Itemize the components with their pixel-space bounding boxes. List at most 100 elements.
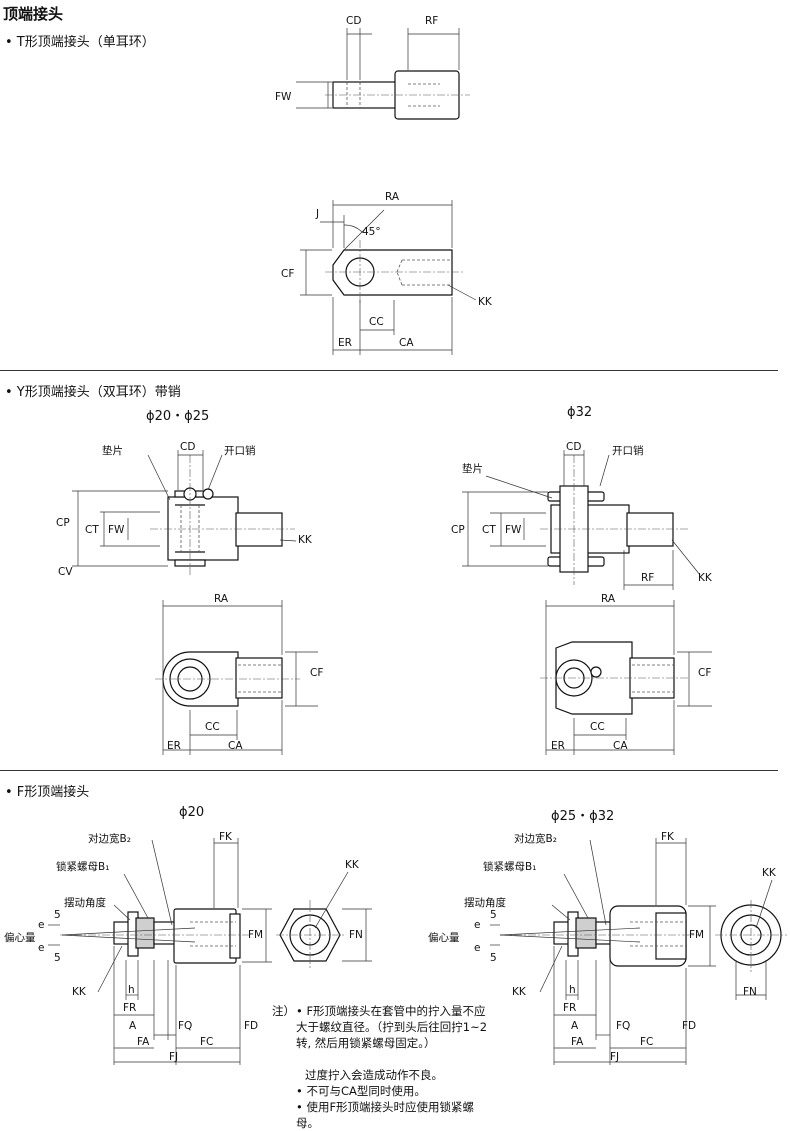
dim-label-cd: CD bbox=[180, 441, 196, 453]
y-type-right-side-view bbox=[540, 600, 712, 755]
dim-label-kk: KK bbox=[762, 867, 776, 879]
dim-label-cv: CV bbox=[58, 566, 73, 578]
dim-label-fk: FK bbox=[661, 831, 674, 843]
label-lock-nut: 锁紧螺母B₁ bbox=[56, 861, 110, 873]
dim-label-ct: CT bbox=[482, 524, 496, 536]
label-cotter-pin: 开口销 bbox=[224, 445, 256, 457]
dim-label-rf: RF bbox=[425, 15, 439, 27]
dim-label-cc: CC bbox=[590, 721, 605, 733]
dim-label-fr: FR bbox=[123, 1002, 137, 1014]
f-type-left-end-view bbox=[276, 871, 372, 970]
dim-label-fd: FD bbox=[682, 1020, 697, 1032]
dim-label-fj: FJ bbox=[610, 1051, 620, 1063]
dim-label-cc: CC bbox=[369, 316, 384, 328]
dim-label-a: A bbox=[571, 1020, 579, 1032]
dim-label-fk: FK bbox=[219, 831, 232, 843]
dim-label-ra: RA bbox=[214, 593, 229, 605]
dim-label-er: ER bbox=[338, 337, 352, 349]
label-e-bottom: e bbox=[474, 942, 481, 954]
dim-label-ca: CA bbox=[399, 337, 414, 349]
note-prefix: 注） bbox=[272, 1004, 295, 1018]
note-item-4: • 使用F形顶端接头时应使用锁紧螺母。 bbox=[296, 1100, 475, 1130]
dim-label-kk: KK bbox=[698, 572, 712, 584]
dim-label-fj: FJ bbox=[169, 1051, 179, 1063]
dim-label-fd: FD bbox=[244, 1020, 259, 1032]
t-type-top-view bbox=[296, 28, 470, 120]
dim-label-rf: RF bbox=[641, 572, 655, 584]
dim-label-cp: CP bbox=[451, 524, 465, 536]
f-type-right-side-view bbox=[490, 838, 716, 1065]
dim-label-fw: FW bbox=[275, 91, 292, 103]
dim-label-h: h bbox=[569, 984, 576, 996]
dim-label-j: J bbox=[316, 208, 320, 220]
label-washer: 垫片 bbox=[102, 445, 123, 457]
y-right-subtitle: ϕ32 bbox=[567, 405, 593, 420]
f-left-subtitle: ϕ20 bbox=[179, 805, 205, 820]
dim-label-fm: FM bbox=[689, 929, 705, 941]
t-type-side-view bbox=[300, 200, 477, 355]
label-five-top: 5 bbox=[54, 909, 61, 921]
dim-label-fn: FN bbox=[349, 929, 363, 941]
label-cotter-pin: 开口销 bbox=[612, 445, 644, 457]
dim-label-fw: FW bbox=[108, 524, 125, 536]
dim-label-fm: FM bbox=[248, 929, 264, 941]
dim-label-fr: FR bbox=[563, 1002, 577, 1014]
label-five-top: 5 bbox=[490, 909, 497, 921]
dim-label-er: ER bbox=[551, 740, 565, 752]
note-item-3: • 不可与CA型同时使用。 bbox=[296, 1084, 426, 1098]
dim-label-kk: KK bbox=[72, 986, 86, 998]
page-title: 顶端接头 bbox=[3, 5, 64, 23]
dim-label-fq: FQ bbox=[178, 1020, 193, 1032]
dim-label-cp: CP bbox=[56, 517, 70, 529]
y-type-right-top-view bbox=[462, 450, 701, 590]
dim-label-kk: KK bbox=[478, 296, 492, 308]
y-type-left-top-view bbox=[72, 450, 297, 575]
dim-label-cf: CF bbox=[281, 268, 295, 280]
t-type-heading: • T形顶端接头（单耳环） bbox=[5, 35, 155, 50]
label-eccentric: 偏心量 bbox=[4, 932, 36, 944]
label-five-bottom: 5 bbox=[54, 952, 61, 964]
dim-label-fc: FC bbox=[200, 1036, 214, 1048]
dim-label-cf: CF bbox=[310, 667, 324, 679]
label-e-bottom: e bbox=[38, 942, 45, 954]
note-item-2: 过度拧入会造成动作不良。 bbox=[305, 1068, 443, 1082]
dim-label-fc: FC bbox=[640, 1036, 654, 1048]
f-type-left-side-view bbox=[48, 838, 272, 1065]
label-e-top: e bbox=[474, 919, 481, 931]
y-type-left-side-view bbox=[155, 600, 318, 755]
dim-label-kk: KK bbox=[512, 986, 526, 998]
dim-label-ct: CT bbox=[85, 524, 99, 536]
f-type-right-end-view bbox=[715, 879, 787, 1000]
dim-label-er: ER bbox=[167, 740, 181, 752]
dim-label-cd: CD bbox=[346, 15, 362, 27]
dim-label-ca: CA bbox=[613, 740, 628, 752]
dim-label-cf: CF bbox=[698, 667, 712, 679]
dim-label-fn: FN bbox=[743, 986, 757, 998]
dim-label-fq: FQ bbox=[616, 1020, 631, 1032]
dim-label-h: h bbox=[128, 984, 135, 996]
dim-label-ca: CA bbox=[228, 740, 243, 752]
dim-label-cd: CD bbox=[566, 441, 582, 453]
y-left-subtitle: ϕ20・ϕ25 bbox=[146, 409, 210, 424]
dim-label-a: A bbox=[129, 1020, 137, 1032]
dim-label-angle: 45° bbox=[362, 226, 381, 238]
dim-label-ra: RA bbox=[601, 593, 616, 605]
label-swing-angle: 摆动角度 bbox=[464, 897, 506, 909]
label-e-top: e bbox=[38, 919, 45, 931]
label-eccentric: 偏心量 bbox=[428, 932, 460, 944]
f-right-subtitle: ϕ25・ϕ32 bbox=[551, 809, 615, 824]
dim-label-fa: FA bbox=[137, 1036, 150, 1048]
dim-label-ra: RA bbox=[385, 191, 400, 203]
label-washer: 垫片 bbox=[462, 463, 483, 475]
dim-label-kk: KK bbox=[298, 534, 312, 546]
dim-label-fw: FW bbox=[505, 524, 522, 536]
section-divider bbox=[0, 770, 778, 771]
dim-label-kk: KK bbox=[345, 859, 359, 871]
f-type-heading: • F形顶端接头 bbox=[5, 785, 90, 800]
label-lock-nut: 锁紧螺母B₁ bbox=[483, 861, 537, 873]
dim-label-fa: FA bbox=[571, 1036, 584, 1048]
note-item-1: • F形顶端接头在套管中的拧入量不应大于螺纹直径。（拧到头后往回拧1~2转, 然… bbox=[296, 1004, 488, 1050]
y-type-heading: • Y形顶端接头（双耳环）带销 bbox=[5, 385, 181, 400]
label-five-bottom: 5 bbox=[490, 952, 497, 964]
